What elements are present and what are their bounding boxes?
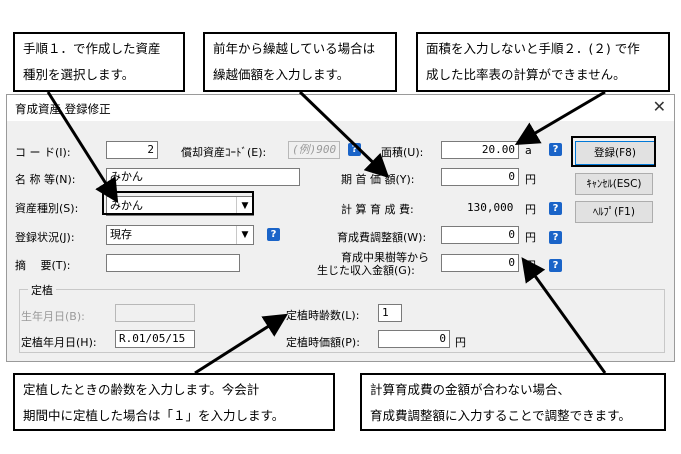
close-icon[interactable]: ✕: [652, 97, 666, 116]
callout-text: 計算育成費の金額が合わない場合、: [370, 382, 571, 397]
name-field[interactable]: みかん: [106, 168, 300, 186]
arrow-to-plant-age: [194, 313, 289, 375]
birth-date-label: 生年月日(B):: [21, 310, 85, 323]
help-button[interactable]: ﾍﾙﾌﾟ(F1): [575, 201, 653, 223]
chevron-down-icon[interactable]: ▼: [236, 197, 253, 215]
code-label: コ ー ド(I):: [15, 146, 71, 159]
callout-text: 面積を入力しないと手順２．(２) で作: [426, 41, 640, 56]
status-select[interactable]: 現存 ▼: [106, 225, 254, 245]
callout-area: 面積を入力しないと手順２．(２) で作 成した比率表の計算ができません。: [416, 32, 670, 92]
cost-adjust-label: 育成費調整額(W):: [337, 231, 427, 244]
income-help-icon[interactable]: ?: [549, 259, 562, 272]
arrow-to-opening-value: [298, 90, 390, 179]
planting-group: 定植: [19, 282, 665, 353]
yen-unit: 円: [525, 203, 536, 216]
callout-text: 成した比率表の計算ができません。: [426, 67, 626, 82]
plant-age-label: 定植時齢数(L):: [286, 309, 360, 322]
callout-asset-type: 手順１．で作成した資産 種別を選択します。: [13, 32, 185, 92]
chevron-down-icon[interactable]: ▼: [236, 226, 253, 244]
status-help-icon[interactable]: ?: [267, 228, 280, 241]
yen-unit: 円: [525, 231, 536, 244]
plant-value-field[interactable]: 0: [378, 330, 450, 348]
depr-code-field[interactable]: (例)900: [288, 141, 340, 159]
opening-value-field[interactable]: 0: [441, 168, 519, 186]
asset-type-value: みかん: [110, 199, 143, 212]
yen-unit: 円: [455, 336, 466, 349]
plant-date-field[interactable]: R.01/05/15: [115, 330, 195, 348]
arrow-to-cost-adjust: [521, 257, 607, 374]
callout-plant-age: 定植したときの齢数を入力します。今会計 期間中に定植した場合は「１」を入力します…: [13, 373, 335, 431]
code-field[interactable]: 2: [106, 141, 158, 159]
area-help-icon[interactable]: ?: [549, 143, 562, 156]
calc-cost-help-icon[interactable]: ?: [549, 202, 562, 215]
callout-text: 手順１．で作成した資産: [23, 41, 161, 56]
callout-text: 前年から繰越している場合は: [213, 41, 376, 56]
callout-text: 繰越価額を入力します。: [213, 67, 350, 82]
plant-date-label: 定植年月日(H):: [21, 336, 97, 349]
income-field[interactable]: 0: [441, 254, 519, 272]
area-label: 面積(U):: [381, 146, 424, 159]
callout-opening-value: 前年から繰越している場合は 繰越価額を入力します。: [203, 32, 397, 92]
cost-adjust-help-icon[interactable]: ?: [549, 231, 562, 244]
status-value: 現存: [110, 228, 132, 241]
dialog-title: 育成資産 登録修正: [15, 102, 111, 116]
birth-date-field[interactable]: [115, 304, 195, 322]
planting-group-title: 定植: [28, 282, 56, 298]
depr-code-label: 償却資産ｺｰﾄﾞ(E):: [181, 146, 267, 159]
yen-unit: 円: [525, 173, 536, 186]
income-label-line2: 生じた収入金額(G):: [317, 264, 415, 277]
summary-field[interactable]: [106, 254, 240, 272]
asset-type-label: 資産種別(S):: [15, 202, 79, 215]
arrow-to-asset-type: [46, 91, 119, 204]
asset-type-select[interactable]: みかん ▼: [106, 196, 254, 216]
register-highlight: [571, 136, 656, 167]
callout-text: 定植したときの齢数を入力します。今会計: [23, 382, 260, 397]
cancel-button[interactable]: ｷｬﾝｾﾙ(ESC): [575, 173, 653, 195]
calc-cost-value: 130,000: [467, 201, 514, 214]
plant-age-field[interactable]: 1: [378, 304, 402, 322]
income-label-line1: 育成中果樹等から: [341, 251, 429, 264]
status-label: 登録状況(J):: [15, 231, 75, 244]
plant-value-label: 定植時価額(P):: [286, 336, 360, 349]
area-unit: a: [525, 144, 532, 157]
calc-cost-label: 計 算 育 成 費:: [341, 203, 414, 216]
asset-edit-dialog: 育成資産 登録修正 ✕ コ ー ド(I): 2 名 称 等(N): みかん 資産…: [6, 94, 675, 362]
cost-adjust-field[interactable]: 0: [441, 226, 519, 244]
name-label: 名 称 等(N):: [15, 173, 76, 186]
callout-text: 育成費調整額に入力することで調整できます。: [370, 408, 631, 423]
register-button[interactable]: 登録(F8): [575, 141, 655, 165]
callout-cost-adjust: 計算育成費の金額が合わない場合、 育成費調整額に入力することで調整できます。: [360, 373, 666, 431]
area-field[interactable]: 20.00: [441, 141, 519, 159]
arrow-to-area: [514, 90, 606, 146]
callout-text: 種別を選択します。: [23, 67, 135, 82]
callout-text: 期間中に定植した場合は「１」を入力します。: [23, 408, 285, 423]
opening-value-label: 期 首 価 額(Y):: [341, 173, 415, 186]
summary-label: 摘 要(T):: [15, 259, 71, 272]
